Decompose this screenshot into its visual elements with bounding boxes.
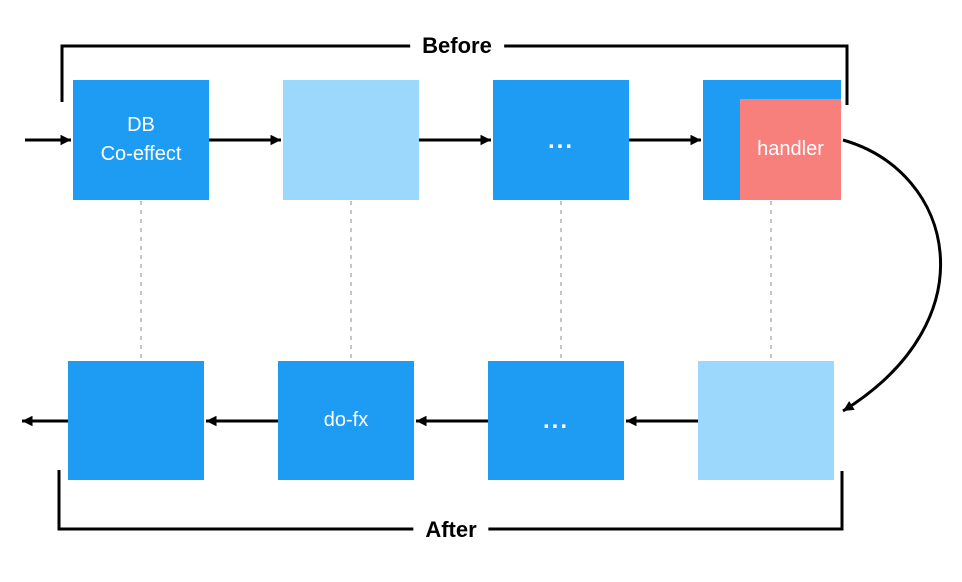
db-coeffect-label: DB Co-effect <box>101 111 182 169</box>
before-section-label: Before <box>410 33 504 59</box>
after-section-label: After <box>413 517 489 543</box>
handler-label: handler <box>757 138 824 160</box>
handler-return-curve-arrow <box>842 138 943 413</box>
box-do-fx: do-fx <box>278 361 414 480</box>
ellipsis-bottom-label: ... <box>542 407 569 434</box>
box-ellipsis-bottom: ... <box>488 361 624 480</box>
box-interceptor-blank-bottom <box>68 361 204 480</box>
db-coeffect-label-line1: DB <box>127 114 155 136</box>
box-handler-container: handler <box>703 80 841 200</box>
box-db-coeffect: DB Co-effect <box>73 80 209 200</box>
do-fx-label: do-fx <box>323 409 369 431</box>
db-coeffect-label-line2: Co-effect <box>100 143 182 165</box>
box-ellipsis-top: ... <box>493 80 629 200</box>
box-interceptor-blank-top <box>283 80 419 200</box>
box-interceptor-light-bottom <box>698 361 834 480</box>
ellipsis-top-label: ... <box>547 126 574 154</box>
handler-overlay-box: handler <box>740 99 841 200</box>
